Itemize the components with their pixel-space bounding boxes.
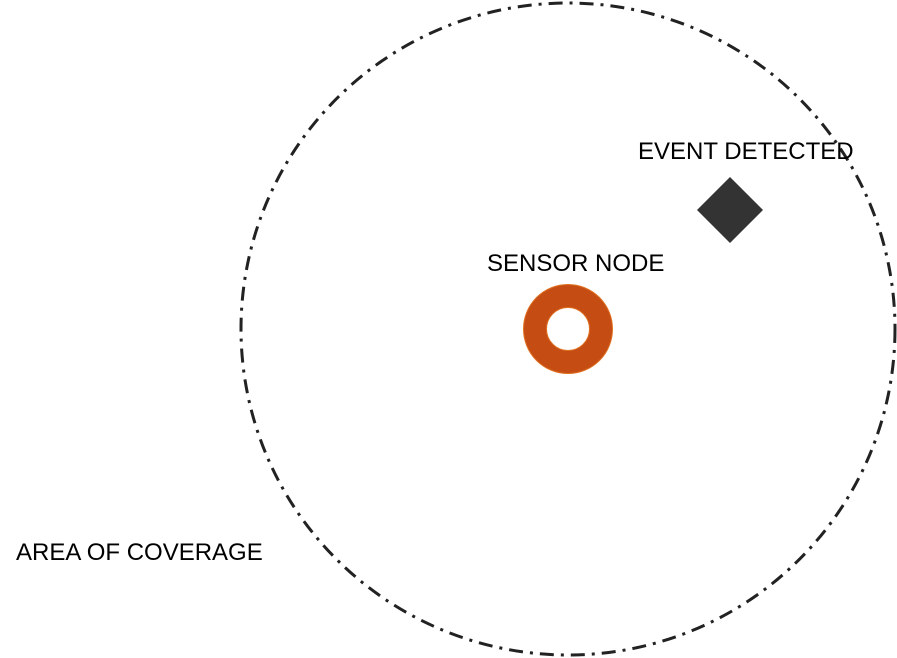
event-detected-label: EVENT DETECTED [638, 138, 854, 165]
sensor-node-inner-outline [546, 307, 590, 351]
sensor-node-label: SENSOR NODE [487, 250, 664, 277]
area-of-coverage-label: AREA OF COVERAGE [16, 539, 263, 566]
ring-icon [523, 284, 613, 374]
sensor-node[interactable] [523, 284, 613, 374]
coverage-boundary [239, 1, 897, 657]
diamond-icon[interactable] [697, 177, 763, 243]
sensor-node-outline [523, 284, 613, 374]
